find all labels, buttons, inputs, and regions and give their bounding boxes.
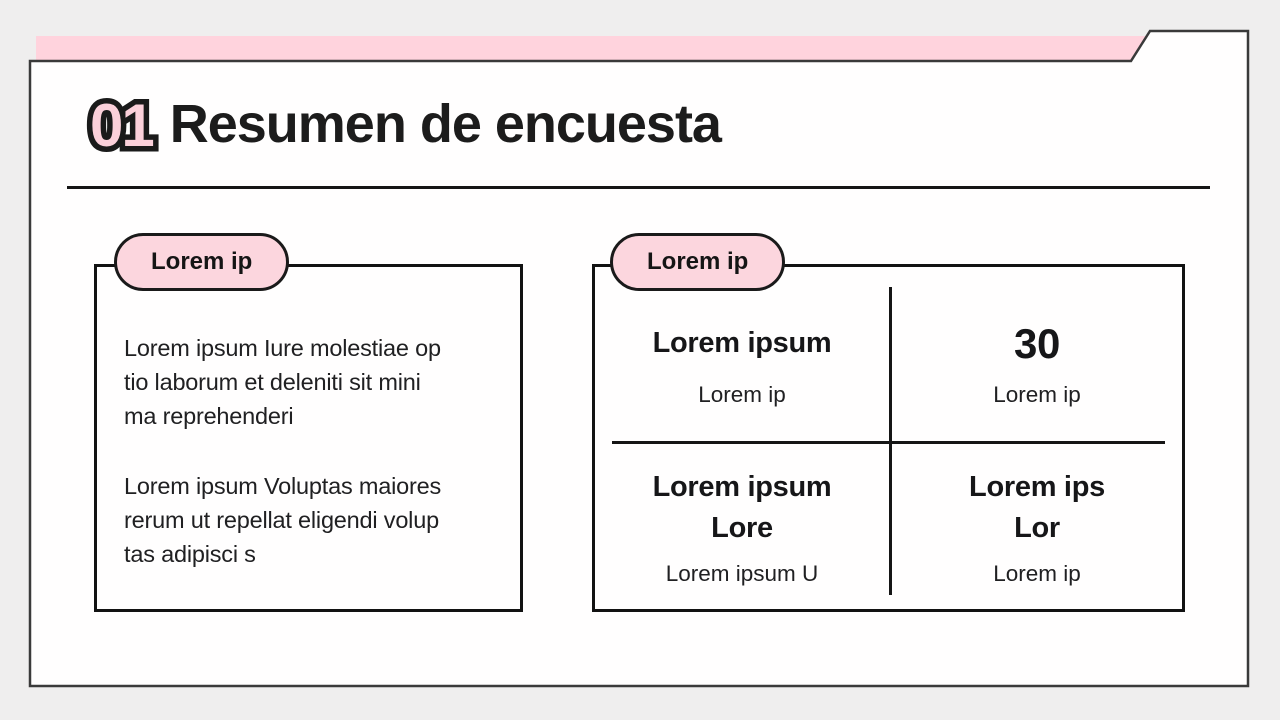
right-card-tag-label: Lorem ip: [647, 248, 749, 275]
summary-paragraph-1: Lorem ipsum Iure molestiae op tio laboru…: [124, 335, 441, 429]
stat-label: Lorem ip: [993, 381, 1081, 407]
stat-cell-2: 30 Lorem ip: [892, 267, 1182, 441]
stat-cell-3: Lorem ipsum Lore Lorem ipsum U: [595, 444, 889, 609]
summary-text: Lorem ipsum Iure molestiae op tio laboru…: [124, 331, 502, 607]
title-divider: [67, 186, 1210, 189]
stats-horizontal-divider: [612, 441, 1165, 444]
stat-cell-4: Lorem ips Lor Lorem ip: [892, 444, 1182, 609]
pink-top-bar: [36, 36, 1148, 61]
stat-label: Lorem ip: [698, 381, 786, 407]
stat-value: Lorem ipsum Lore: [652, 470, 832, 544]
stats-card: Lorem ipsum Lorem ip 30 Lorem ip Lorem i…: [592, 264, 1185, 612]
right-card-tag: Lorem ip: [610, 233, 786, 291]
stat-value: Lorem ips Lor: [969, 470, 1105, 544]
page-title: Resumen de encuesta: [169, 94, 722, 154]
stat-value: Lorem ipsum: [652, 326, 832, 359]
summary-paragraph-2: Lorem ipsum Voluptas maiores rerum ut re…: [124, 473, 442, 567]
slide-header: 01 Resumen de encuesta: [90, 94, 722, 157]
stat-value: 30: [1013, 319, 1061, 367]
section-number: 01: [90, 96, 155, 157]
stat-label: Lorem ip: [993, 560, 1081, 586]
left-card-tag-label: Lorem ip: [151, 248, 253, 275]
stat-cell-1: Lorem ipsum Lorem ip: [595, 267, 889, 441]
summary-text-card: Lorem ipsum Iure molestiae op tio laboru…: [94, 264, 523, 612]
stat-label: Lorem ipsum U: [665, 560, 819, 586]
left-card-tag: Lorem ip: [114, 233, 290, 291]
